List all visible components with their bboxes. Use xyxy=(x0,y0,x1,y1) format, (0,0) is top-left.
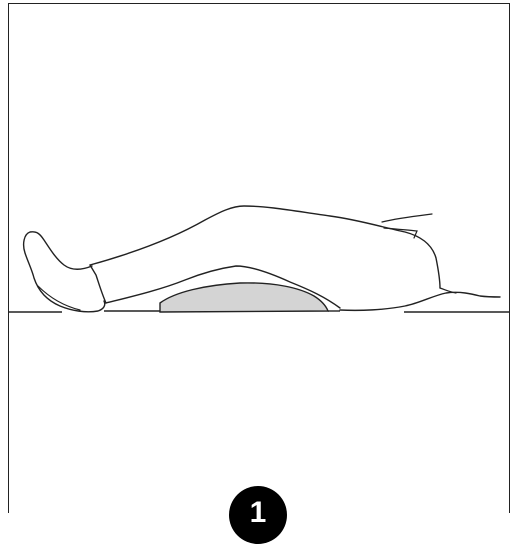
buttock-contour xyxy=(340,292,500,310)
exercise-illustration xyxy=(0,0,510,513)
hip-fold xyxy=(384,228,417,238)
step-number: 1 xyxy=(229,498,287,528)
foot xyxy=(24,232,105,312)
torso-contour xyxy=(382,214,432,222)
leg-upper-contour xyxy=(90,206,440,288)
step-number-badge: 1 xyxy=(229,486,287,544)
trouser-cuff xyxy=(90,265,106,303)
foot-sole xyxy=(38,286,80,310)
